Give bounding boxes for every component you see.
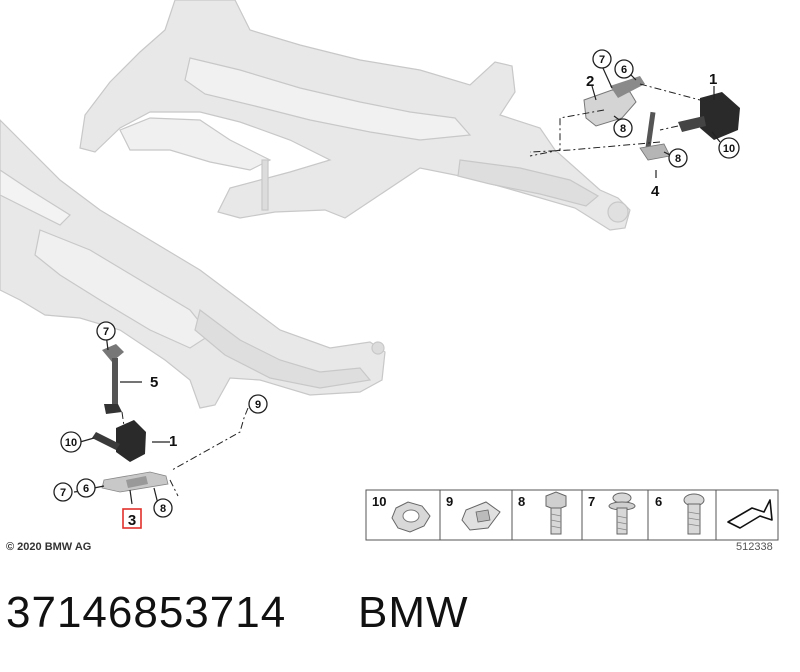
brand-name: BMW (358, 588, 469, 637)
front-subframe-upper (79, 0, 631, 231)
callout-7-low: 7 (53, 482, 73, 502)
svg-text:6: 6 (83, 483, 89, 495)
svg-text:8: 8 (620, 123, 626, 135)
legend-number-6: 6 (655, 494, 662, 509)
svg-text:8: 8 (675, 153, 681, 165)
svg-text:7: 7 (60, 487, 66, 499)
clip-nut-icon (461, 501, 501, 531)
svg-text:8: 8 (160, 503, 166, 515)
sensor-assembly-top (583, 76, 740, 161)
torx-bolt-icon (683, 493, 705, 535)
callout-5-mid: 5 (150, 374, 158, 391)
callout-6-low: 6 (76, 478, 96, 498)
svg-text:10: 10 (723, 143, 735, 155)
svg-text:3: 3 (128, 512, 136, 529)
callout-10-top: 10 (718, 137, 740, 159)
callout-1-low: 1 (169, 433, 177, 450)
part-number: 37146853714 (6, 588, 287, 637)
svg-text:10: 10 (65, 437, 77, 449)
callout-10-low: 10 (60, 431, 82, 453)
legend-number-10: 10 (372, 494, 386, 509)
callout-7-mid: 7 (96, 321, 116, 341)
callout-4-top: 4 (651, 183, 660, 200)
legend-number-8: 8 (518, 494, 525, 509)
leader-lines (73, 65, 721, 505)
direction-arrow-icon (727, 499, 773, 529)
callout-8-top-a: 8 (613, 118, 633, 138)
hex-nut-icon (391, 501, 431, 533)
assembly-lines (121, 83, 701, 497)
hex-bolt-icon (545, 491, 567, 535)
callout-8-low: 8 (153, 498, 173, 518)
callout-3-highlighted: 3 (122, 508, 142, 529)
callout-6-top: 6 (614, 59, 634, 79)
sensor-assembly-low (92, 344, 169, 493)
svg-text:6: 6 (621, 64, 627, 76)
fastener-legend: 10 9 8 7 6 (365, 489, 779, 541)
callout-2-top: 2 (586, 73, 594, 90)
callout-9-mid: 9 (248, 394, 268, 414)
diagram-number: 512338 (736, 541, 773, 553)
callout-8-top-b: 8 (668, 148, 688, 168)
svg-text:9: 9 (255, 399, 261, 411)
svg-text:7: 7 (599, 54, 605, 66)
copyright: © 2020 BMW AG (6, 541, 92, 553)
callout-7-top: 7 (592, 49, 612, 69)
rear-subframe-lower (0, 119, 386, 409)
svg-text:7: 7 (103, 326, 109, 338)
legend-number-7: 7 (588, 494, 595, 509)
callout-1-top: 1 (709, 71, 717, 88)
torx-bolt-washer-icon (608, 492, 636, 535)
legend-number-9: 9 (446, 494, 453, 509)
